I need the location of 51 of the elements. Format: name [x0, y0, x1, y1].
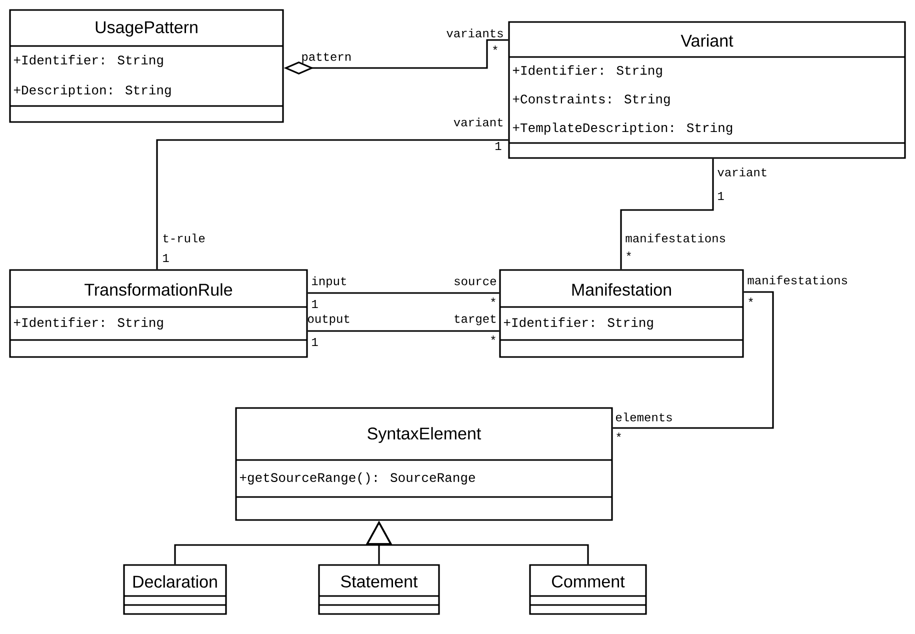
role-name: target — [454, 314, 496, 326]
attribute: +Identifier: String — [14, 54, 163, 68]
multiplicity: * — [491, 298, 496, 302]
class-name: Statement — [341, 575, 418, 588]
multiplicity: 1 — [312, 300, 318, 308]
role-name: source — [454, 278, 496, 286]
role-name: output — [308, 314, 350, 326]
role-name: manifestations — [626, 234, 726, 242]
class-box — [235, 407, 613, 521]
class-box — [318, 564, 440, 615]
attribute: +Constraints: String — [512, 94, 670, 106]
multiplicity: 1 — [495, 142, 502, 150]
class-name: Declaration — [133, 575, 217, 588]
multiplicity: * — [493, 46, 498, 50]
association-line — [308, 330, 500, 332]
class-name: Manifestation — [572, 283, 671, 296]
multiplicity: 1 — [312, 338, 318, 346]
class-box — [123, 564, 227, 615]
class-name: Variant — [680, 34, 734, 47]
attribute: +Identifier: String — [14, 317, 163, 330]
role-name: input — [312, 276, 346, 288]
class-box — [508, 21, 906, 159]
class-name: UsagePattern — [96, 21, 198, 37]
multiplicity: * — [491, 336, 496, 340]
association-line — [620, 158, 714, 270]
role-name: elements — [616, 412, 672, 422]
role-name: pattern — [302, 52, 351, 64]
role-name: t-rule — [163, 234, 205, 242]
multiplicity: 1 — [163, 254, 169, 262]
attribute: +Identifier: String — [504, 317, 653, 330]
class-box — [499, 269, 744, 358]
multiplicity: * — [616, 432, 621, 437]
multiplicity: 1 — [718, 192, 724, 200]
attribute: +getSourceRange(): SourceRange — [240, 472, 475, 485]
multiplicity: * — [748, 298, 753, 302]
association-line — [156, 139, 508, 270]
class-name: Comment — [552, 575, 625, 588]
class-box — [9, 269, 308, 358]
attribute: +Description: String — [14, 84, 171, 98]
role-name: variants — [446, 28, 503, 38]
attribute: +Identifier: String — [512, 65, 662, 78]
role-name: variant — [718, 168, 766, 176]
association-line — [612, 291, 774, 429]
class-name: SyntaxElement — [368, 427, 482, 443]
class-box — [9, 9, 284, 123]
class-name: TransformationRule — [84, 283, 232, 296]
role-name: manifestations — [748, 276, 848, 284]
association-line — [308, 292, 500, 294]
class-box — [529, 564, 647, 615]
attribute: +TemplateDescription: String — [512, 122, 732, 135]
multiplicity: * — [626, 252, 631, 256]
